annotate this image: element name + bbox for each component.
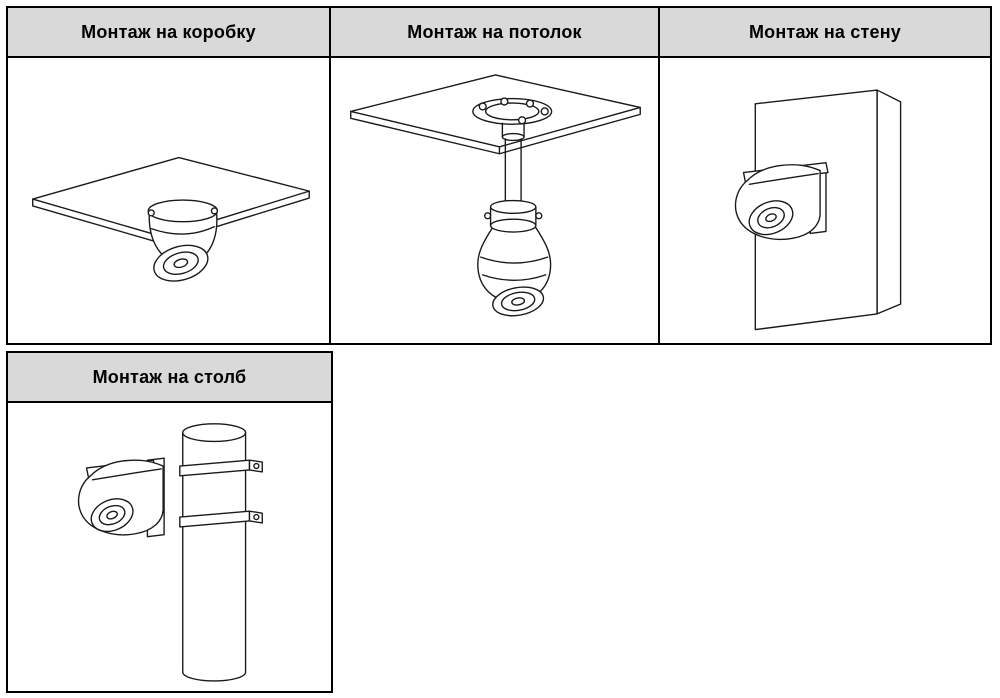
header-ceiling-mount-label: Монтаж на потолок	[407, 21, 582, 42]
camera-pole-mount-illustration	[77, 423, 263, 682]
header-wall-mount-label: Монтаж на стену	[748, 21, 902, 42]
mounting-table-top: Монтаж на коробку Монтаж на потолок Монт…	[6, 6, 992, 345]
camera-box-mount-illustration	[31, 156, 310, 282]
header-ceiling-mount: Монтаж на потолок	[331, 8, 660, 58]
header-pole-mount: Монтаж на столб	[8, 353, 331, 403]
header-wall-mount: Монтаж на стену	[660, 8, 990, 58]
camera-wall-mount-illustration	[734, 88, 902, 330]
cell-box-mount	[8, 58, 331, 343]
cell-wall-mount	[660, 58, 990, 343]
header-box-mount: Монтаж на коробку	[8, 8, 331, 58]
header-box-mount-label: Монтаж на коробку	[81, 21, 256, 42]
cell-pole-mount	[8, 403, 331, 691]
header-pole-mount-label: Монтаж на столб	[92, 366, 247, 387]
camera-ceiling-mount-illustration	[349, 73, 641, 316]
mounting-table-bottom: Монтаж на столб	[6, 351, 333, 693]
cell-ceiling-mount	[331, 58, 660, 343]
